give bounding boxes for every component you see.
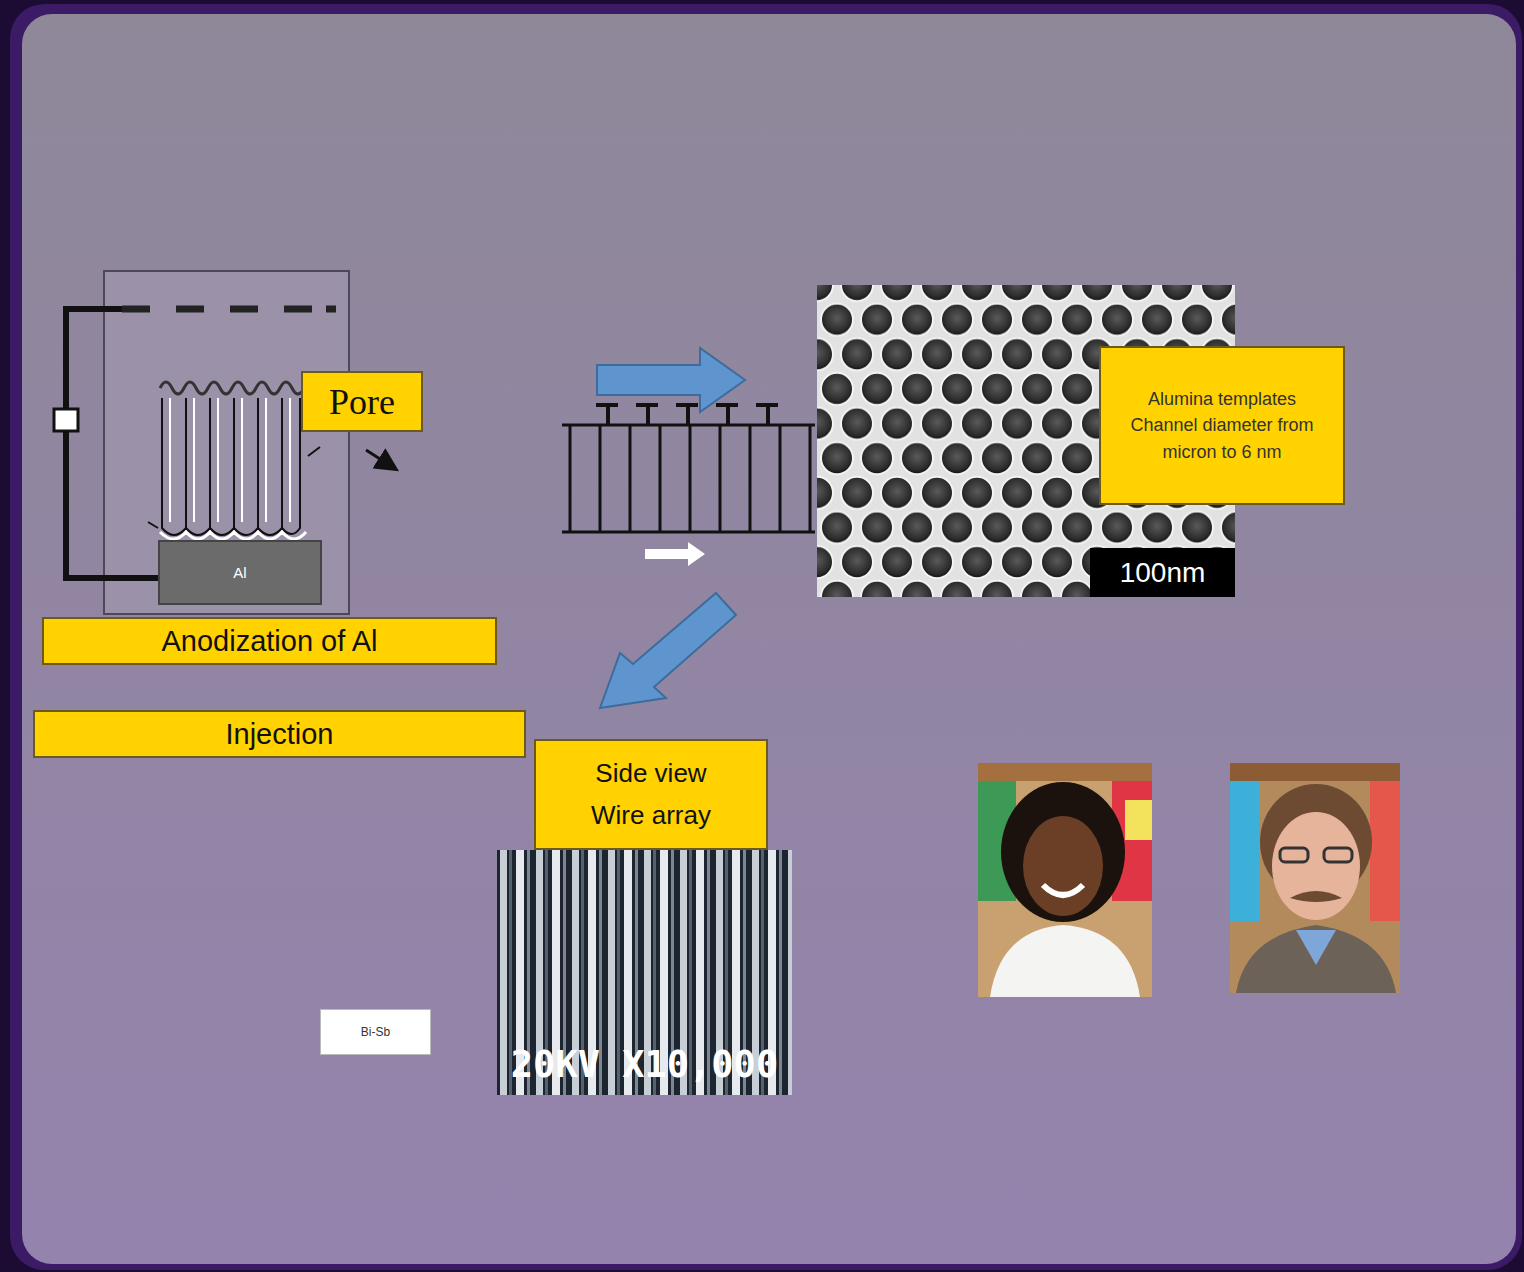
node-text: Anodization of Al bbox=[161, 625, 377, 658]
glow bbox=[10, 4, 1522, 1270]
node-text: Pore bbox=[329, 381, 395, 423]
template-drawing bbox=[562, 405, 815, 532]
sem-image bbox=[497, 850, 792, 1095]
portrait bbox=[1230, 763, 1400, 993]
cell bbox=[104, 271, 349, 614]
leader-arrow bbox=[366, 450, 394, 468]
leader-line bbox=[308, 447, 320, 456]
leader-line bbox=[148, 522, 158, 528]
node-text: Alumina templates Channel diameter from … bbox=[1123, 386, 1321, 464]
power-supply bbox=[54, 409, 78, 431]
node-text: Side view Wire array bbox=[574, 753, 728, 836]
portrait bbox=[978, 763, 1152, 997]
node-text: Injection bbox=[225, 718, 333, 751]
blue-arrow bbox=[600, 593, 736, 708]
white-arrow bbox=[645, 542, 705, 566]
note-box: Alumina templates Channel diameter from … bbox=[1099, 346, 1345, 505]
step-band: Anodization of Al bbox=[42, 617, 497, 665]
pore-tubes bbox=[160, 382, 304, 535]
node-text: Al bbox=[233, 564, 246, 581]
callout-box: Pore bbox=[301, 371, 423, 432]
caption-box: Side view Wire array bbox=[534, 739, 768, 850]
cathode bbox=[122, 306, 336, 313]
step-band: Injection bbox=[33, 710, 526, 758]
material-tag: Bi-Sb bbox=[320, 1009, 431, 1055]
barrier-layer bbox=[160, 532, 306, 539]
blue-arrow bbox=[597, 348, 745, 412]
scale-bar-label: 100nm bbox=[1090, 548, 1235, 597]
wire bbox=[66, 309, 158, 578]
node-text: Bi-Sb bbox=[361, 1025, 390, 1039]
panel bbox=[22, 14, 1516, 1264]
aluminium-block: Al bbox=[158, 540, 322, 605]
sem-info-label: 20KV X10,000 bbox=[499, 1036, 790, 1092]
